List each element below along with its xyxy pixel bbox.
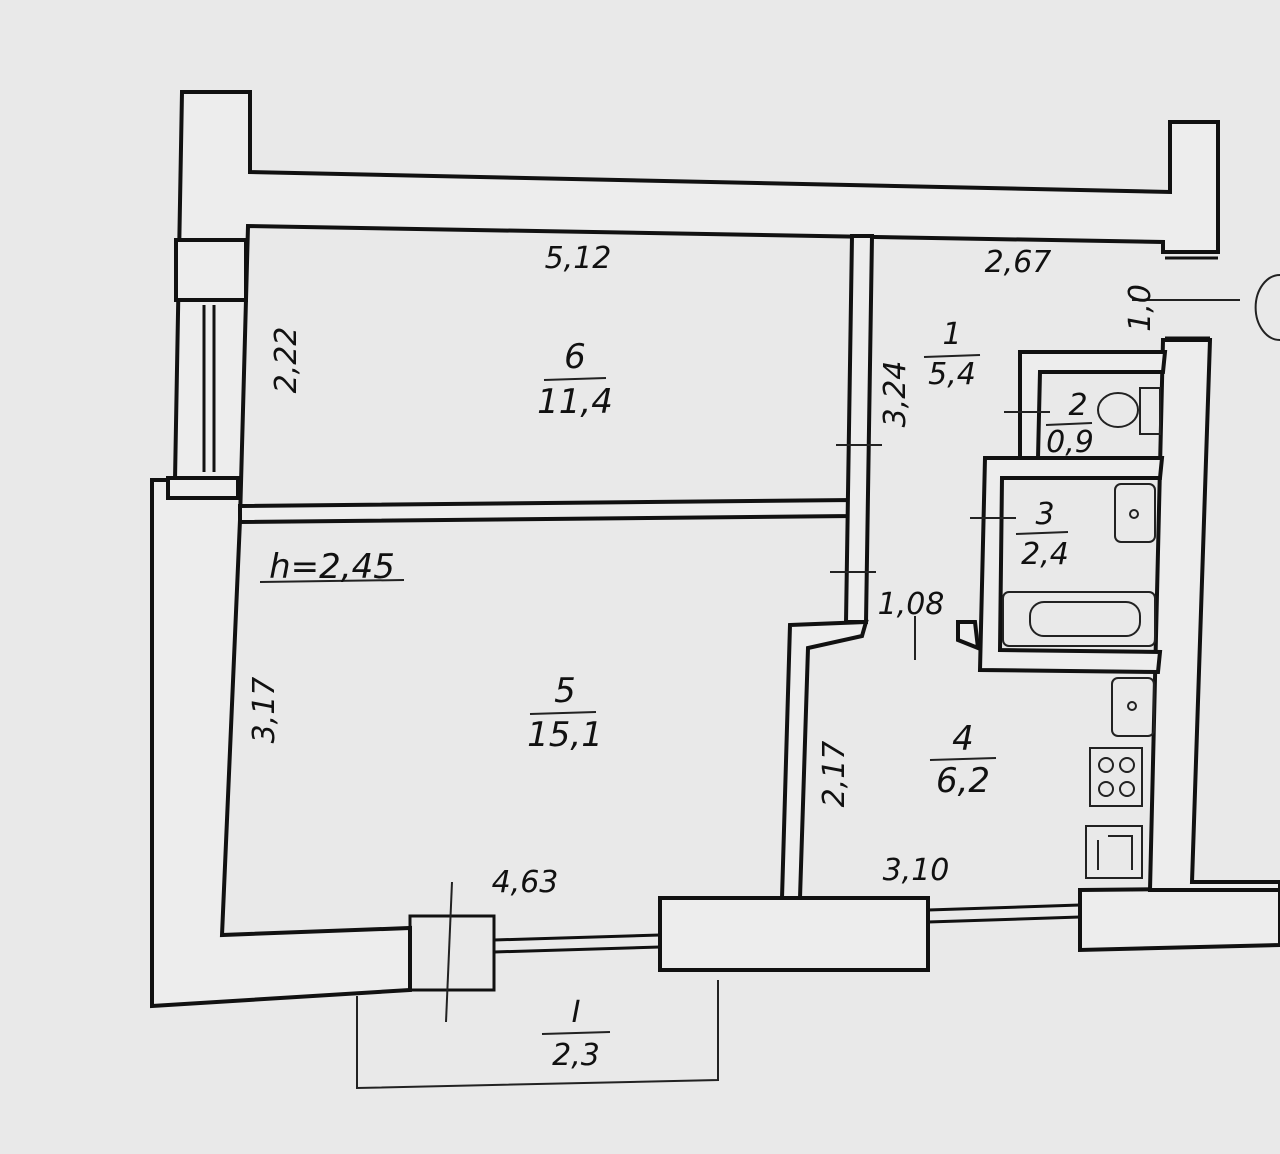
room-5-number: 5 <box>554 671 576 711</box>
room-6-area: 11,4 <box>537 382 613 422</box>
ceiling-height: h=2,45 <box>269 547 395 587</box>
dim-room6-depth: 2,22 <box>269 327 304 394</box>
dim-kitchen-depth: 2,17 <box>817 741 852 808</box>
room-1-number: 1 <box>942 317 961 352</box>
dim-passage-width: 1,08 <box>878 587 945 622</box>
bath-block <box>956 620 981 652</box>
partition-hall <box>843 234 875 624</box>
room-5-area: 15,1 <box>527 715 603 755</box>
right-wall <box>1147 338 1280 892</box>
outer-wall <box>150 90 1220 1009</box>
room-2-number: 2 <box>1068 388 1087 423</box>
stove-icon <box>1089 747 1143 807</box>
washbasin-icon <box>1114 483 1156 543</box>
room-2-area: 0,9 <box>1046 425 1094 460</box>
partition-6-5 <box>238 497 854 525</box>
bottom-wall-mid <box>658 896 930 972</box>
kitchen-wall <box>779 619 869 900</box>
dim-hall-depth: 3,24 <box>878 361 913 428</box>
dim-kitchen-width: 3,10 <box>883 853 950 888</box>
bottom-wall-right <box>1078 885 1280 953</box>
room-6-number: 6 <box>564 337 586 377</box>
balcony-area: 2,3 <box>552 1038 600 1073</box>
dim-entry-width: 1,0 <box>1123 284 1158 332</box>
fridge-icon <box>1085 825 1143 879</box>
dim-room5-width: 4,63 <box>492 865 559 900</box>
room-3-number: 3 <box>1035 497 1054 532</box>
kitchen-sink-icon <box>1111 677 1155 737</box>
room-3-area: 2,4 <box>1021 537 1069 572</box>
room-4-area: 6,2 <box>936 761 990 801</box>
bath-wall <box>977 456 1165 675</box>
room-1-area: 5,4 <box>928 357 976 392</box>
toilet-icon <box>1097 387 1161 435</box>
dim-room6-width: 5,12 <box>545 241 612 276</box>
room-4-number: 4 <box>952 719 974 759</box>
bathtub-icon <box>1002 591 1156 647</box>
dim-room5-depth: 3,17 <box>247 677 282 744</box>
dim-hall-width: 2,67 <box>985 245 1052 280</box>
left-wall-lower <box>166 476 240 500</box>
balcony-outline <box>356 980 719 1090</box>
left-wall-upper <box>174 238 248 302</box>
balcony-number: I <box>572 995 581 1030</box>
